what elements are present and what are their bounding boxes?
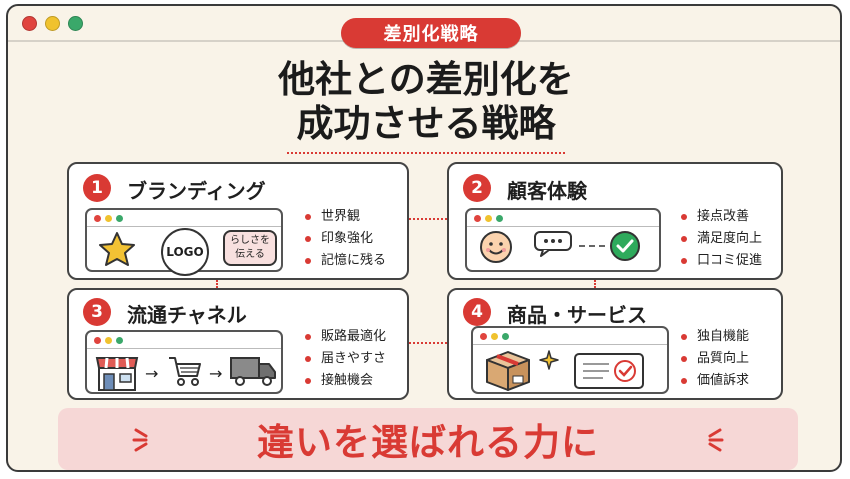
card-title: 流通チャネル [127,303,247,327]
card-number: 3 [83,298,111,326]
tagline-text: 違いを選ばれる力に [257,421,599,464]
arrow-icon: → [209,364,223,383]
bullet-item: 満足度向上 [681,228,762,250]
tagline-banner: 違いを選ばれる力に [58,408,798,470]
card-branding: 1 ブランディング LOGO らしさを 伝える 世界観 印象強化 記憶に残る [67,162,409,280]
card-title: ブランディング [127,179,266,203]
bubble-text: らしさを 伝える [230,235,270,260]
app-window: 差別化戦略 他社との差別化を 成功させる戦略 1 ブランディング LOGO らし… [6,4,842,472]
connector-2-4 [594,280,596,288]
star-icon [97,230,137,272]
chat-bubble-icon [533,230,573,262]
bullet-list: 世界観 印象強化 記憶に残る [305,206,386,272]
bullet-item: 独自機能 [681,326,749,348]
sparkle-icon [539,350,559,374]
bullet-list: 独自機能 品質向上 価値訴求 [681,326,749,392]
bullet-list: 販路最適化 届きやすさ 接触機会 [305,326,386,392]
bullet-item: 印象強化 [305,228,386,250]
box-icon [483,348,533,396]
bullet-item: 記憶に残る [305,250,386,272]
burst-left-icon [132,424,162,454]
card-distribution-channel: 3 流通チャネル → [67,288,409,400]
bullet-list: 接点改善 満足度向上 口コミ促進 [681,206,762,272]
card-number: 4 [463,298,491,326]
window-controls [22,16,83,31]
title-underline [287,152,565,154]
delivery-truck-icon [229,354,277,392]
maximize-dot[interactable] [68,16,83,31]
illustration-window: LOGO らしさを 伝える [85,208,283,276]
connector-3-4 [409,342,447,344]
logo-icon: LOGO [161,228,209,276]
card-title: 顧客体験 [507,179,587,203]
dashed-connector [579,245,605,247]
minimize-dot[interactable] [45,16,60,31]
arrow-icon: → [145,364,159,383]
connector-1-2 [409,218,447,220]
document-check-icon [573,352,645,394]
close-dot[interactable] [22,16,37,31]
card-product-service: 4 商品・サービス [447,288,783,400]
burst-right-icon [694,424,724,454]
illustration-window [471,326,669,394]
page-title-line1: 他社との差別化を [278,58,574,101]
bullet-item: 品質向上 [681,348,749,370]
bullet-item: 届きやすさ [305,348,386,370]
card-title: 商品・サービス [507,303,647,327]
bullet-item: 接触機会 [305,370,386,392]
illustration-window [465,208,661,272]
connector-1-3 [216,280,218,288]
bullet-item: 口コミ促進 [681,250,762,272]
bullet-item: 接点改善 [681,206,762,228]
bullet-item: 価値訴求 [681,370,749,392]
shopping-cart-icon [167,354,203,392]
card-number: 1 [83,174,111,202]
bullet-item: 世界観 [305,206,386,228]
bullet-item: 販路最適化 [305,326,386,348]
checkmark-icon [609,230,641,266]
page-title-line2: 成功させる戦略 [296,102,556,145]
illustration-window: → → [85,330,283,394]
speech-bubble-icon: らしさを 伝える [223,230,277,266]
store-icon [95,352,139,396]
smiley-face-icon [479,230,513,268]
card-customer-experience: 2 顧客体験 [447,162,783,280]
category-badge: 差別化戦略 [341,18,521,48]
card-number: 2 [463,174,491,202]
